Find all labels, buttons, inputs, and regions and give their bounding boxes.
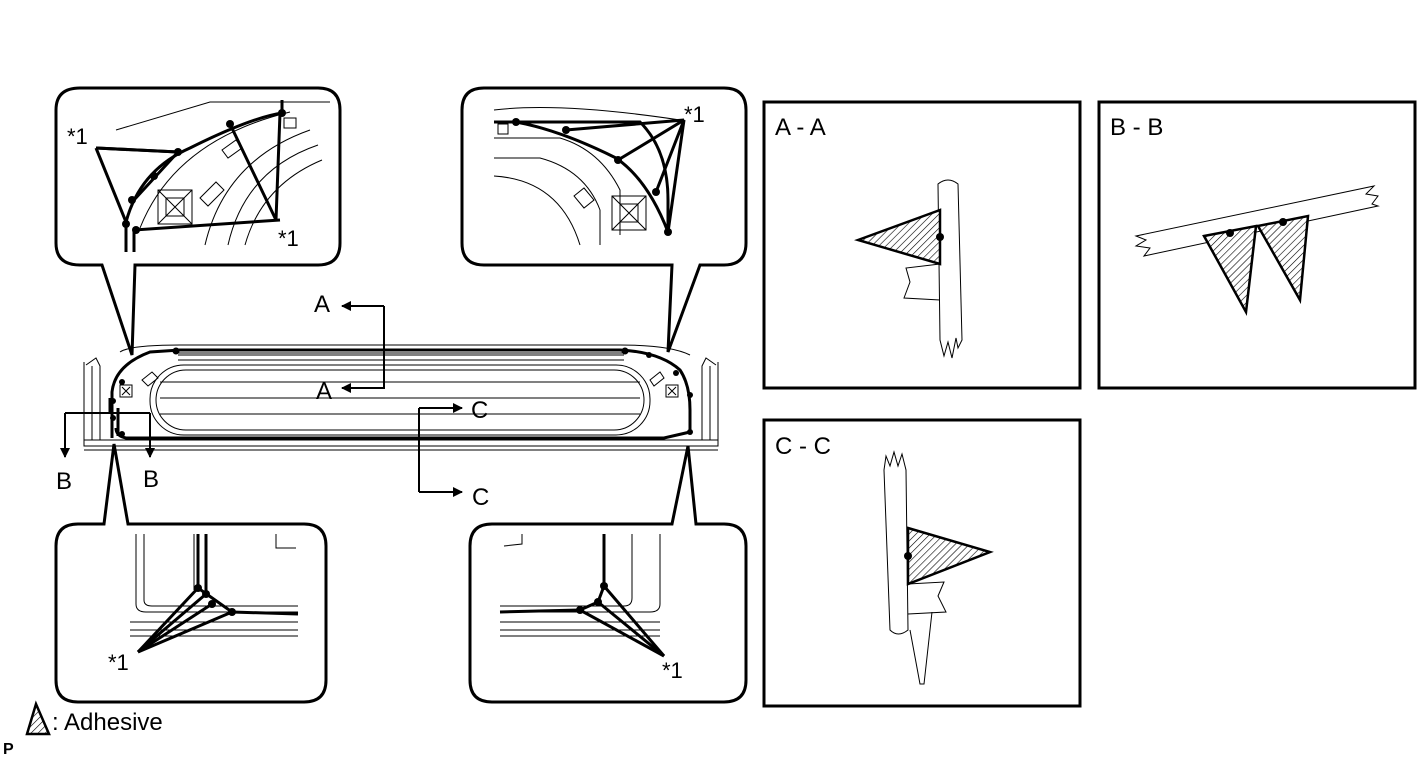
section-view-aa: A - A (762, 100, 1082, 390)
section-line-a: A A (314, 291, 385, 405)
adhesive-legend: : Adhesive (25, 700, 163, 736)
callout-top-left: *1 *1 (54, 86, 342, 356)
legend-adhesive-text: : Adhesive (52, 709, 163, 736)
section-title-aa: A - A (775, 114, 826, 141)
section-marker-b-left: B (56, 468, 72, 495)
section-view-cc: C - C (762, 418, 1082, 708)
section-title-bb: B - B (1110, 114, 1163, 141)
callout-label-top-left-a: *1 (67, 124, 88, 149)
section-marker-c-top: C (471, 397, 488, 424)
section-line-b: B B (56, 412, 159, 495)
callout-label-top-left-b: *1 (278, 226, 299, 251)
corner-mark: P (3, 741, 14, 758)
callout-label-bottom-right: *1 (662, 658, 683, 683)
callout-bottom-right: *1 (468, 445, 748, 704)
section-marker-a-top: A (314, 291, 330, 318)
main-spoiler-view (83, 344, 719, 451)
section-marker-c-bottom: C (472, 484, 489, 511)
callout-label-top-right: *1 (684, 102, 705, 127)
section-title-cc: C - C (775, 433, 831, 460)
section-view-bb: B - B (1097, 100, 1417, 390)
section-marker-a-bottom: A (316, 378, 332, 405)
section-line-c: C C (418, 397, 489, 511)
callout-bottom-left: *1 (54, 443, 328, 704)
callout-top-right: *1 (460, 86, 748, 353)
callout-label-bottom-left: *1 (108, 650, 129, 675)
section-marker-b-right: B (143, 466, 159, 493)
adhesive-symbol-icon (25, 700, 51, 736)
